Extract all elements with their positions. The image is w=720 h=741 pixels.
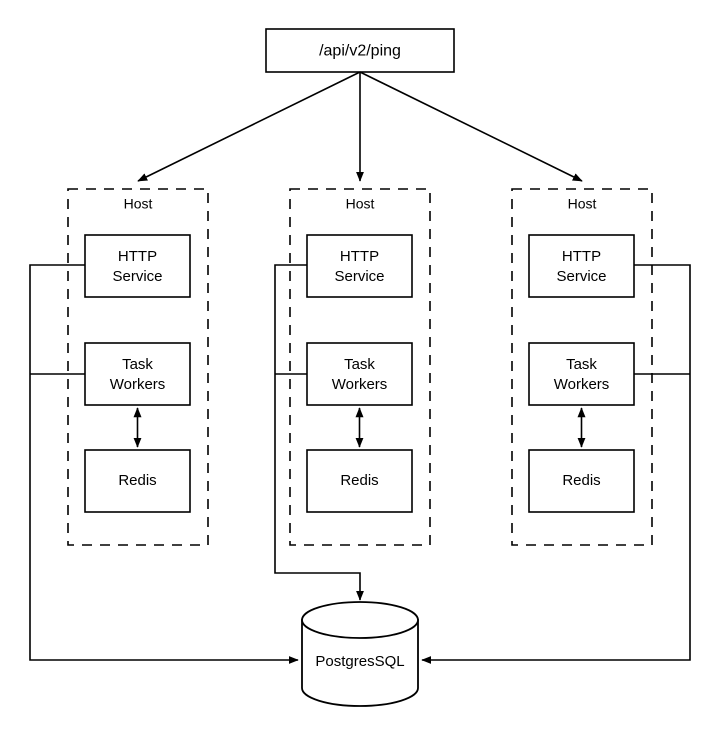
host-right-dashed-boundary[interactable] — [511, 188, 653, 546]
redis-right-label: Redis — [562, 472, 600, 489]
task-workers-right-label-line1: Task — [566, 356, 597, 373]
edge-middle-host-to-postgres — [274, 264, 364, 601]
host-middle-label: Host — [346, 196, 375, 212]
http-service-middle-label-line2: Service — [334, 268, 384, 285]
http-service-right-label-line1: HTTP — [562, 248, 601, 265]
edge-right-host-to-postgres — [421, 264, 691, 664]
task-workers-middle-node[interactable]: Task Workers — [306, 342, 413, 406]
redis-middle-box[interactable] — [306, 449, 413, 513]
host-group-left[interactable]: Host HTTP Service Task Workers Redis — [67, 188, 209, 546]
redis-right-node[interactable]: Redis — [528, 449, 635, 513]
redis-middle-label: Redis — [340, 472, 378, 489]
task-workers-left-node[interactable]: Task Workers — [84, 342, 191, 406]
edge-api-to-host-left — [137, 71, 361, 182]
redis-middle-node[interactable]: Redis — [306, 449, 413, 513]
host-group-right[interactable]: Host HTTP Service Task Workers Redis — [511, 188, 653, 546]
api-endpoint-node[interactable]: /api/v2/ping — [265, 28, 455, 73]
redis-right-box[interactable] — [528, 449, 635, 513]
host-group-middle[interactable]: Host HTTP Service Task Workers Redis — [289, 188, 431, 546]
task-workers-middle-label-line1: Task — [344, 356, 375, 373]
api-endpoint-label: /api/v2/ping — [319, 43, 401, 60]
http-service-right-box[interactable] — [528, 234, 635, 298]
task-workers-middle-box[interactable] — [306, 342, 413, 406]
edge-api-to-host-right — [359, 71, 583, 182]
task-workers-right-label-line2: Workers — [554, 376, 610, 393]
http-service-right-label-line2: Service — [556, 268, 606, 285]
http-service-left-label-line2: Service — [112, 268, 162, 285]
task-workers-left-label-line1: Task — [122, 356, 153, 373]
postgres-cylinder-top[interactable] — [301, 601, 419, 639]
redis-left-label: Redis — [118, 472, 156, 489]
http-service-middle-label-line1: HTTP — [340, 248, 379, 265]
http-service-right-node[interactable]: HTTP Service — [528, 234, 635, 298]
postgres-label: PostgresSQL — [315, 653, 404, 670]
http-service-middle-box[interactable] — [306, 234, 413, 298]
task-workers-right-node[interactable]: Task Workers — [528, 342, 635, 406]
http-service-left-label-line1: HTTP — [118, 248, 157, 265]
host-left-label: Host — [124, 196, 153, 212]
task-workers-left-box[interactable] — [84, 342, 191, 406]
redis-left-box[interactable] — [84, 449, 191, 513]
task-workers-left-label-line2: Workers — [110, 376, 166, 393]
host-right-label: Host — [568, 196, 597, 212]
host-left-dashed-boundary[interactable] — [67, 188, 209, 546]
redis-left-node[interactable]: Redis — [84, 449, 191, 513]
api-endpoint-box[interactable] — [265, 28, 455, 73]
postgres-cylinder-body[interactable] — [301, 619, 419, 707]
http-service-left-node[interactable]: HTTP Service — [84, 234, 191, 298]
db-edges-left — [29, 264, 299, 664]
http-service-left-box[interactable] — [84, 234, 191, 298]
host-middle-dashed-boundary[interactable] — [289, 188, 431, 546]
task-workers-right-box[interactable] — [528, 342, 635, 406]
postgres-database-node[interactable]: PostgresSQL — [301, 601, 419, 707]
edge-left-host-to-postgres — [29, 264, 299, 664]
fanout-edges — [137, 71, 583, 182]
db-edges-right — [421, 264, 691, 664]
http-service-middle-node[interactable]: HTTP Service — [306, 234, 413, 298]
db-edges-middle — [274, 264, 364, 601]
task-workers-middle-label-line2: Workers — [332, 376, 388, 393]
